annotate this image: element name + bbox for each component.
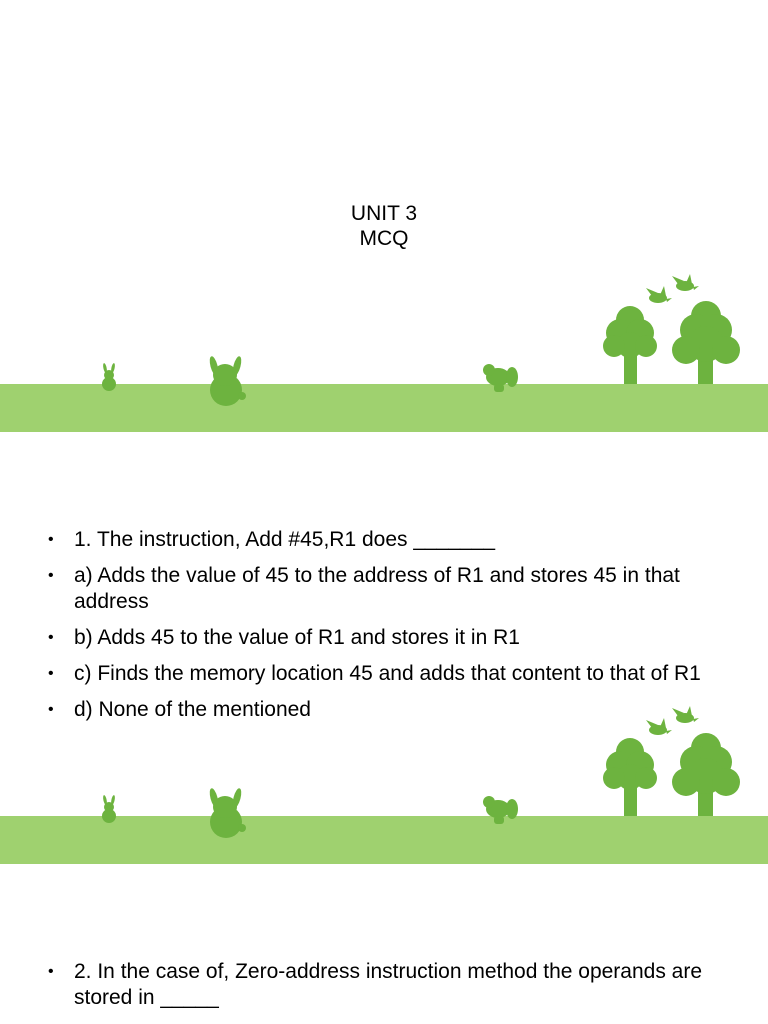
bird-icon (646, 718, 672, 735)
squirrel-icon (483, 364, 518, 392)
rabbit-icon (209, 788, 246, 838)
bullet-icon: • (48, 701, 54, 718)
list-item: • 1. The instruction, Add #45,R1 does ___… (48, 527, 728, 553)
grass-band (0, 816, 768, 864)
bullet-icon: • (48, 963, 54, 980)
rabbit-icon (102, 363, 116, 391)
list-item: • 2. In the case of, Zero-address instruc… (48, 959, 728, 1011)
title-line-unit: UNIT 3 (350, 202, 418, 225)
list-item: • a) Adds the value of 45 to the address … (48, 563, 728, 615)
bird-icon (672, 706, 699, 723)
bird-icon (646, 286, 672, 303)
slide-title: UNIT 3 MCQ (0, 201, 768, 251)
rabbit-icon (102, 795, 116, 823)
title-line-mcq: MCQ (359, 227, 409, 250)
tree-icon (672, 733, 740, 816)
bullet-icon: • (48, 665, 54, 682)
option-d-text: d) None of the mentioned (74, 698, 311, 721)
list-item: • c) Finds the memory location 45 and add… (48, 661, 728, 687)
question-2-text: 2. In the case of, Zero-address instruct… (74, 960, 703, 1009)
option-a-text: a) Adds the value of 45 to the address o… (74, 564, 680, 613)
rabbit-icon (209, 356, 246, 406)
tree-icon (672, 301, 740, 384)
tree-icon (603, 738, 657, 816)
list-item: • b) Adds 45 to the value of R1 and store… (48, 625, 728, 651)
grass-scene-bottom (0, 694, 768, 864)
question-2-list: • 2. In the case of, Zero-address instruc… (48, 959, 728, 1021)
bullet-icon: • (48, 531, 54, 548)
grass-band (0, 384, 768, 432)
option-c-text: c) Finds the memory location 45 and adds… (74, 662, 701, 685)
bullet-icon: • (48, 567, 54, 584)
list-item: • d) None of the mentioned (48, 697, 728, 723)
tree-icon (603, 306, 657, 384)
squirrel-icon (483, 796, 518, 824)
option-b-text: b) Adds 45 to the value of R1 and stores… (74, 626, 520, 649)
question-1-text: 1. The instruction, Add #45,R1 does ____… (74, 528, 496, 551)
question-1-list: • 1. The instruction, Add #45,R1 does ___… (48, 527, 728, 733)
grass-scene-top (0, 262, 768, 432)
bird-icon (672, 274, 699, 291)
bullet-icon: • (48, 629, 54, 646)
